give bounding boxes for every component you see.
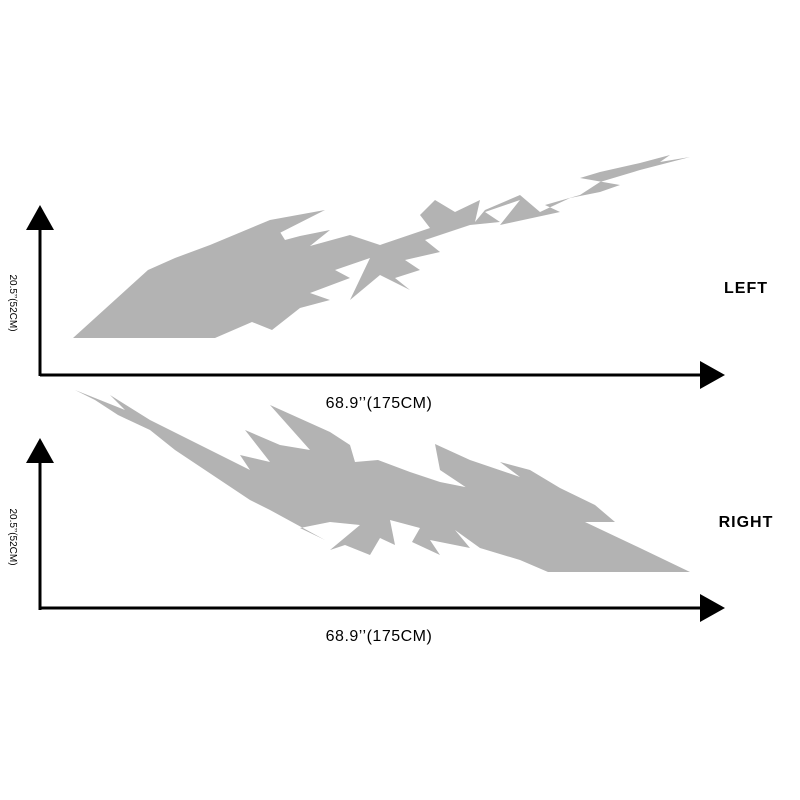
panel-left: 68.9’’(175CM) 20.5’’(52CM) LEFT — [7, 155, 768, 412]
right-horizontal-arrowhead — [700, 594, 725, 622]
panel-right: 68.9’’(175CM) 20.5’’(52CM) RIGHT — [7, 390, 774, 645]
left-height-label: 20.5’’(52CM) — [7, 274, 18, 331]
right-width-label: 68.9’’(175CM) — [326, 628, 433, 645]
right-height-label: 20.5’’(52CM) — [7, 508, 18, 565]
left-decal-shape — [73, 155, 690, 338]
left-vertical-arrowhead — [26, 205, 54, 230]
left-side-label: LEFT — [724, 280, 768, 297]
right-side-label: RIGHT — [719, 514, 774, 531]
left-width-label: 68.9’’(175CM) — [326, 395, 433, 412]
right-decal-shape — [75, 390, 690, 572]
right-vertical-arrowhead — [26, 438, 54, 463]
left-horizontal-arrowhead — [700, 361, 725, 389]
